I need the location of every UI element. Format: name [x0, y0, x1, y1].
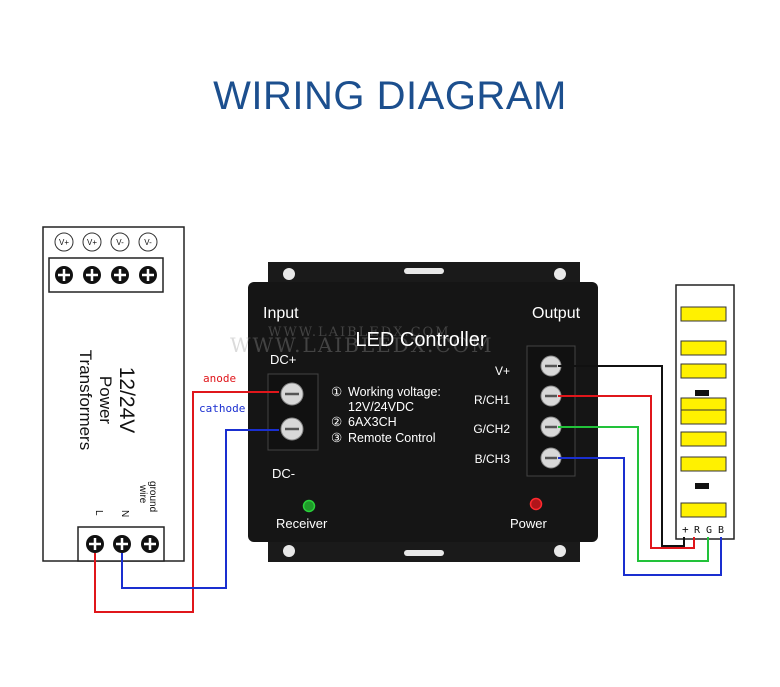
psu-label-ground: ground — [147, 481, 158, 512]
psu-label-wire: wire — [137, 484, 148, 504]
input-label: Input — [263, 305, 299, 322]
led-controller: WWW.LAIBLEDX.COM WWW.LAIBLEDX.COM Input … — [230, 262, 598, 562]
power-led — [529, 497, 543, 511]
power-supply: V+ V+ V- V- 12/24V Power Transformers L … — [42, 226, 185, 562]
psu-label-line1: 12/24V — [115, 367, 138, 434]
psu-label-L: L — [93, 510, 104, 516]
psu-label-N: N — [119, 510, 130, 517]
led-pin-g: G — [706, 525, 712, 536]
page-title: WIRING DIAGRAM — [213, 74, 567, 118]
output-label-g: G/CH2 — [473, 422, 510, 436]
psu-label-line2: Power — [96, 376, 115, 425]
wire-green-g — [558, 426, 709, 562]
controller-body — [248, 282, 598, 542]
output-label: Output — [532, 305, 581, 322]
watermark: WWW.LAIBLEDX.COM — [230, 333, 494, 357]
anode-label: anode — [203, 372, 236, 385]
spec-text: Remote Control — [348, 431, 436, 445]
controller-specs: ① Working voltage: 12V/24VDC ② 6AX3CH ③ … — [331, 385, 441, 445]
cathode-label: cathode — [199, 402, 245, 415]
input-screws — [280, 382, 304, 441]
psu-label-line3: Transformers — [76, 350, 95, 450]
psu-terminal-label: V- — [144, 238, 152, 247]
output-label-r: R/CH1 — [474, 393, 510, 407]
spec-number: ③ — [331, 431, 342, 445]
psu-label: 12/24V Power Transformers — [76, 350, 138, 450]
led-pin-r: R — [694, 525, 701, 536]
spec-number: ② — [331, 415, 342, 429]
receiver-led — [302, 499, 316, 513]
power-label: Power — [510, 516, 548, 531]
spec-text: 6AX3CH — [348, 415, 397, 429]
controller-title: LED Controller — [355, 329, 487, 351]
psu-bottom-screws — [86, 535, 159, 553]
wires — [94, 365, 722, 613]
led-strip: + R G B — [675, 284, 735, 540]
psu-top-terminal-labels: V+ V+ V- V- — [54, 232, 158, 252]
spec-number: ① — [331, 385, 342, 399]
output-label-vplus: V+ — [495, 364, 510, 378]
watermark: WWW.LAIBLEDX.COM — [268, 325, 451, 340]
output-label-b: B/CH3 — [475, 452, 511, 466]
wire-blue-cathode — [121, 429, 279, 589]
wire-red-anode — [94, 391, 279, 613]
psu-terminal-label: V- — [116, 238, 124, 247]
receiver-label: Receiver — [276, 516, 328, 531]
led-pin-b: B — [718, 525, 724, 536]
spec-text: 12V/24VDC — [348, 400, 414, 414]
wire-blue-b — [558, 457, 722, 576]
dc-minus-label: DC- — [272, 466, 295, 481]
wire-red-r — [558, 395, 695, 549]
spec-text: Working voltage: — [348, 385, 441, 399]
output-screws — [540, 355, 562, 469]
dc-plus-label: DC+ — [270, 352, 296, 367]
psu-terminal-label: V+ — [59, 238, 69, 247]
psu-terminal-label: V+ — [87, 238, 97, 247]
led-pin-plus: + — [682, 523, 689, 536]
psu-top-screws — [55, 266, 157, 284]
